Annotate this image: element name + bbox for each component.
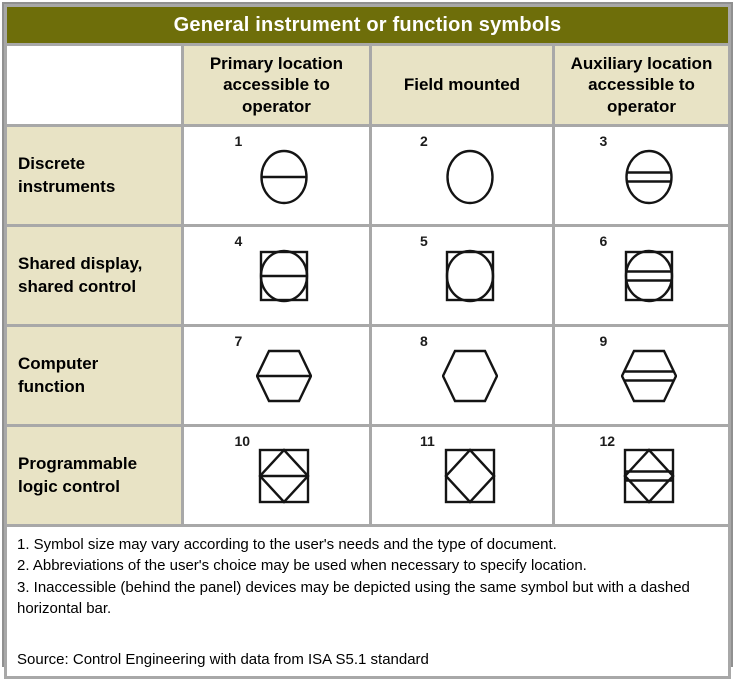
symbol-2: 2 [418,132,506,216]
table-title: General instrument or function symbols [7,7,728,43]
hexagon-icon [441,349,498,402]
symbol-number: 7 [234,332,243,349]
column-header-row: Primary location accessible to operator … [7,46,728,124]
symbol-number: 4 [234,232,243,249]
symbol-cell-1: 1 [183,127,369,224]
corner-cell [7,46,181,124]
symbol-cell-11: 11 [371,427,552,524]
symbol-cell-5: 5 [371,227,552,324]
hexagon-single-bar-icon [256,349,313,402]
square-diamond-icon [444,447,496,504]
note-2: 2. Abbreviations of the user's choice ma… [17,557,587,575]
square-circle-double-bar-icon [625,249,674,302]
symbol-cell-6: 6 [554,227,728,324]
row-label-shared-display: Shared display, shared control [7,227,181,324]
hexagon-double-bar-icon [621,349,678,402]
column-header-primary-location: Primary location accessible to operator [183,46,369,124]
symbol-3: 3 [597,132,685,216]
table-row-shared-display: Shared display, shared control 4 5 6 [7,227,728,324]
row-label-discrete-instruments: Discrete instruments [7,127,181,224]
circle-double-bar-icon [625,149,674,204]
symbol-number: 1 [234,132,243,149]
square-diamond-single-bar-icon [258,447,311,504]
table-row-discrete-instruments: Discrete instruments 1 2 3 [7,127,728,224]
title-row: General instrument or function symbols [7,7,728,43]
note-3: 3. Inaccessible (behind the panel) devic… [17,578,690,617]
table-row-computer-function: Computer function 7 8 9 [7,327,728,424]
symbol-cell-3: 3 [554,127,728,224]
footer-notes-cell: 1. Symbol size may vary according to the… [7,527,728,677]
table-row-programmable-logic-control: Programmable logic control 10 11 12 [7,427,728,524]
symbol-10: 10 [232,432,320,516]
symbol-number: 2 [419,132,428,149]
symbol-1: 1 [232,132,320,216]
symbol-cell-4: 4 [183,227,369,324]
circle-single-bar-icon [260,149,309,204]
square-circle-icon [445,249,495,302]
symbol-number: 5 [419,232,428,249]
circle-icon [446,149,494,204]
square-circle-single-bar-icon [260,249,309,302]
symbol-5: 5 [418,232,506,316]
symbol-number: 10 [234,432,251,449]
symbol-7: 7 [232,332,320,416]
footer-row: 1. Symbol size may vary according to the… [7,527,728,677]
symbol-cell-7: 7 [183,327,369,424]
symbol-number: 3 [599,132,608,149]
row-label-computer-function: Computer function [7,327,181,424]
symbol-8: 8 [418,332,506,416]
symbol-number: 8 [419,332,428,349]
symbol-cell-8: 8 [371,327,552,424]
symbol-number: 12 [599,432,616,449]
symbol-11: 11 [418,432,506,516]
note-1: 1. Symbol size may vary according to the… [17,536,557,553]
square-diamond-double-bar-icon [623,447,676,504]
symbol-number: 11 [419,432,435,449]
source-attribution: Source: Control Engineering with data fr… [17,651,429,669]
symbol-number: 6 [599,232,608,249]
row-label-programmable-logic-control: Programmable logic control [7,427,181,524]
symbol-4: 4 [232,232,320,316]
symbol-9: 9 [597,332,685,416]
symbol-cell-2: 2 [371,127,552,224]
column-header-auxiliary-location: Auxiliary location accessible to operato… [554,46,728,124]
symbol-cell-12: 12 [554,427,728,524]
symbol-number: 9 [599,332,608,349]
instrument-symbols-table: General instrument or function symbols P… [4,4,731,679]
symbol-cell-10: 10 [183,427,369,524]
symbol-6: 6 [597,232,685,316]
symbol-12: 12 [597,432,685,516]
symbol-cell-9: 9 [554,327,728,424]
column-header-field-mounted: Field mounted [371,46,552,124]
